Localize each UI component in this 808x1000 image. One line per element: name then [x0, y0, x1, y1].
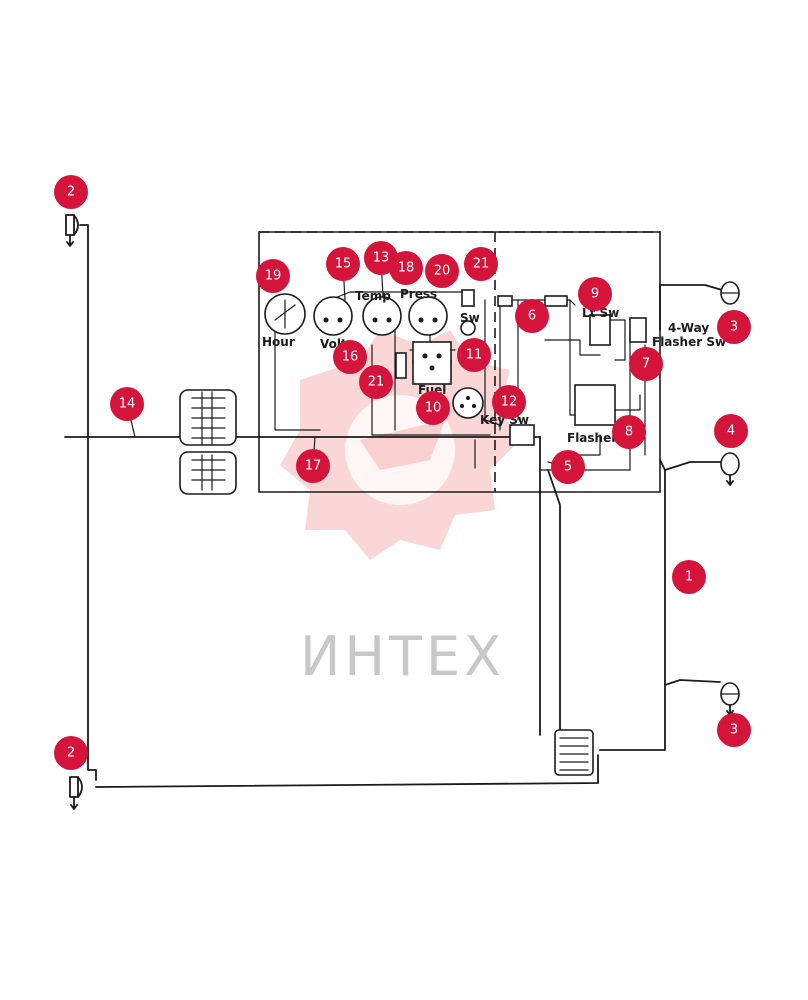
- switch-top: [461, 289, 475, 307]
- svg-text:13: 13: [373, 251, 390, 266]
- svg-text:1: 1: [685, 570, 693, 585]
- svg-text:5: 5: [564, 460, 572, 475]
- svg-text:14: 14: [119, 397, 136, 412]
- svg-text:10: 10: [425, 401, 442, 416]
- svg-text:15: 15: [335, 257, 352, 272]
- callout-8: 8: [612, 415, 646, 449]
- voltmeter-gauge: [313, 296, 353, 336]
- lamp-symbols: [65, 214, 740, 810]
- switch-sw: [460, 320, 476, 336]
- label-flasher: Flasher: [567, 431, 617, 445]
- callout-19: 19: [256, 259, 290, 293]
- flasher-unit: [574, 384, 616, 426]
- svg-text:19: 19: [265, 269, 282, 284]
- svg-text:21: 21: [473, 257, 490, 272]
- label-hour: Hour: [262, 335, 295, 349]
- callout-16: 16: [333, 340, 367, 374]
- label-sw: Sw: [460, 311, 480, 325]
- callout-15: 15: [326, 247, 360, 281]
- svg-text:6: 6: [528, 309, 536, 324]
- lamp-right-top-icon: [720, 281, 740, 305]
- svg-text:21: 21: [368, 375, 385, 390]
- fuse-holder: [395, 352, 407, 379]
- svg-text:17: 17: [305, 459, 322, 474]
- light-switch: [589, 314, 611, 346]
- svg-text:4: 4: [727, 424, 735, 439]
- gauges: [264, 289, 647, 446]
- svg-text:2: 2: [67, 185, 75, 200]
- temp-gauge: [362, 296, 402, 336]
- callout-4: 4: [714, 414, 748, 448]
- svg-text:20: 20: [434, 264, 451, 279]
- callout-20: 20: [425, 254, 459, 288]
- callout-2b: 2: [54, 736, 88, 770]
- svg-text:3: 3: [730, 320, 738, 335]
- svg-text:8: 8: [625, 425, 633, 440]
- callout-6: 6: [515, 299, 549, 333]
- relay-5: [509, 424, 535, 446]
- svg-text:12: 12: [501, 395, 518, 410]
- label-press: Press: [400, 287, 437, 301]
- callout-1: 1: [672, 560, 706, 594]
- callout-14: 14: [110, 387, 144, 421]
- label-flasher-sw: Flasher Sw: [652, 335, 726, 349]
- svg-text:11: 11: [466, 348, 483, 363]
- svg-text:18: 18: [398, 261, 415, 276]
- callout-7: 7: [629, 347, 663, 381]
- bottom-connector: [554, 729, 594, 776]
- lamp-right-middle-icon: [720, 452, 740, 486]
- lamp-right-bottom-icon: [720, 682, 740, 716]
- callout-12: 12: [492, 385, 526, 419]
- callout-11: 11: [457, 338, 491, 372]
- horn-bottom-left-icon: [69, 776, 83, 810]
- harness-connector-block: [179, 389, 237, 495]
- watermark-text: ИНТЕХ: [300, 625, 505, 688]
- callouts: 1 2 2 3 3 4 5 6 7 8 9 10 11 12 13 14 15 …: [54, 175, 751, 770]
- instrument-panel: [258, 231, 661, 493]
- callout-5: 5: [551, 450, 585, 484]
- callout-10: 10: [416, 391, 450, 425]
- callout-9: 9: [578, 277, 612, 311]
- svg-text:2: 2: [67, 746, 75, 761]
- callout-3a: 3: [717, 310, 751, 344]
- callout-18: 18: [389, 251, 423, 285]
- key-switch: [452, 387, 484, 419]
- svg-text:7: 7: [642, 357, 650, 372]
- callout-21a: 21: [464, 247, 498, 281]
- horn-top-left-icon: [65, 214, 79, 247]
- callout-2a: 2: [54, 175, 88, 209]
- svg-text:3: 3: [730, 723, 738, 738]
- callout-3b: 3: [717, 713, 751, 747]
- pressure-gauge: [408, 296, 448, 336]
- four-way-flasher-switch-body: [629, 317, 647, 343]
- label-temp: Temp: [355, 289, 391, 303]
- svg-text:16: 16: [342, 350, 359, 365]
- svg-text:9: 9: [591, 287, 599, 302]
- label-four-way: 4-Way: [668, 321, 709, 335]
- callout-17: 17: [296, 449, 330, 483]
- callout-21b: 21: [359, 365, 393, 399]
